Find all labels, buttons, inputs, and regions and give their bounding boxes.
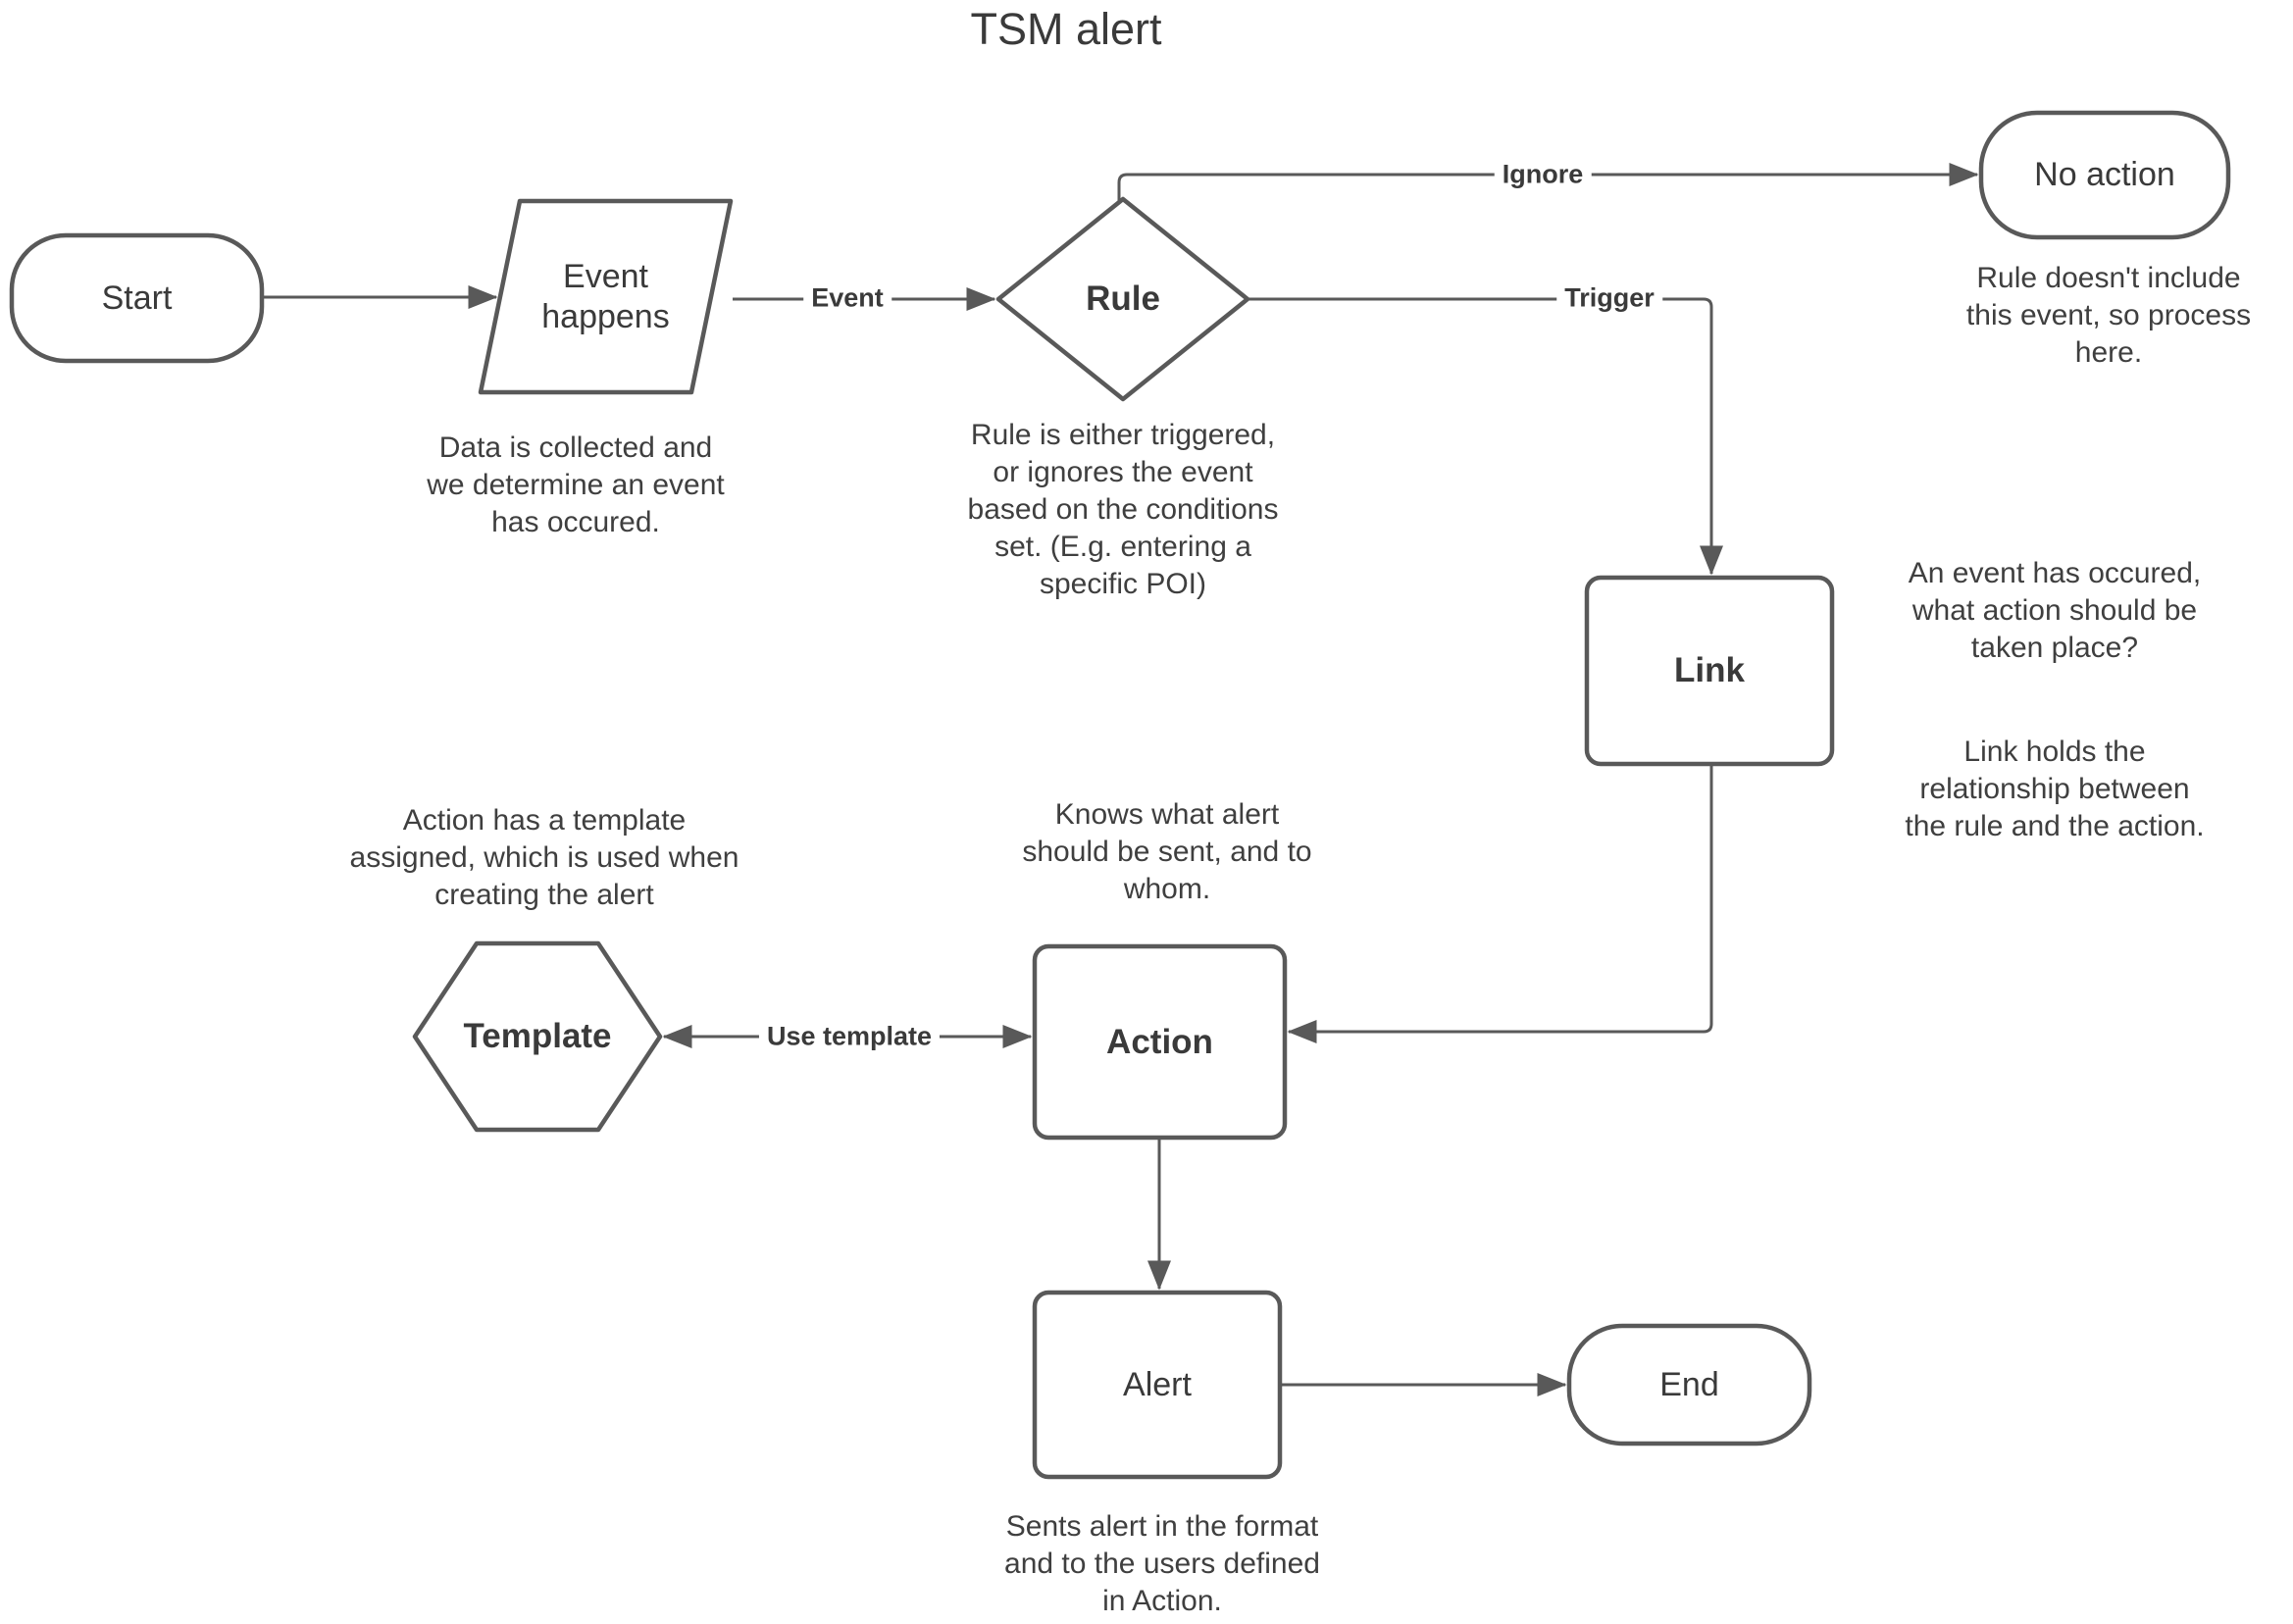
edge-label-use-template: Use template [758, 1021, 941, 1052]
node-no-action-shape[interactable] [1978, 110, 2231, 240]
edge-label-event: Event [803, 282, 892, 314]
node-end-shape[interactable] [1566, 1323, 1812, 1446]
caption-action: Knows what alert should be sent, and to … [1022, 798, 1312, 905]
node-start-shape[interactable] [9, 232, 265, 364]
edge-label-ignore: Ignore [1494, 159, 1592, 190]
edge-rule-to-link [1248, 297, 1723, 576]
caption-link-answer: Link holds the relationship between the … [1905, 736, 2205, 842]
node-event-happens-shape[interactable] [478, 198, 734, 395]
caption-link-question: An event has occured, what action should… [1908, 557, 2202, 664]
node-alert-shape[interactable] [1032, 1290, 1283, 1480]
node-link-shape[interactable] [1584, 575, 1835, 767]
caption-no-action: Rule doesn't include this event, so proc… [1965, 262, 2252, 369]
node-template-shape[interactable] [412, 940, 663, 1133]
caption-alert: Sents alert in the format and to the use… [1004, 1510, 1320, 1617]
caption-link: An event has occured, what action should… [1829, 518, 2280, 883]
caption-event-happens: Data is collected and we determine an ev… [427, 431, 725, 538]
edge-rule-to-no-action [1117, 163, 1979, 204]
caption-rule: Rule is either triggered, or ignores the… [967, 419, 1279, 600]
node-action-shape[interactable] [1032, 943, 1288, 1141]
page-title: TSM alert [970, 4, 1162, 54]
edge-label-trigger: Trigger [1556, 282, 1662, 314]
caption-template: Action has a template assigned, which is… [349, 804, 739, 911]
node-rule-shape[interactable] [995, 196, 1250, 402]
edge-link-to-action [1287, 764, 1713, 1043]
